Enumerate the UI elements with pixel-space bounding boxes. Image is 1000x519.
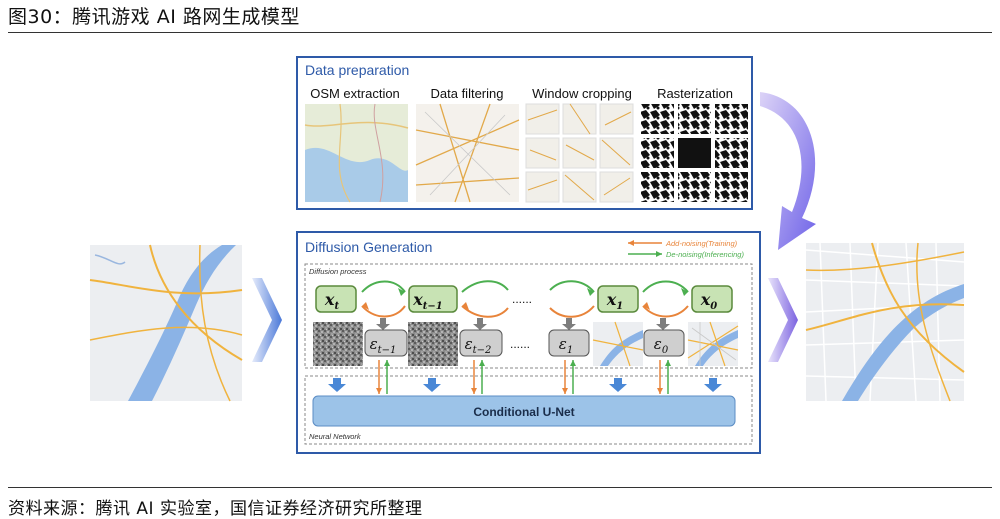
noise-tile-2	[408, 322, 458, 366]
process-ellipsis: ......	[512, 292, 532, 306]
unet-block	[312, 395, 736, 427]
x-node-t-minus-1: xt−1	[408, 285, 458, 313]
noise-arc-arrows	[361, 280, 689, 318]
data-filtering-thumbnail	[415, 103, 520, 203]
neural-network-label: Neural Network	[309, 432, 362, 441]
legend-add-noising: Add-noising(Training)	[665, 239, 738, 248]
svg-text:xt−1: xt−1	[412, 290, 443, 312]
x-node-t: xt	[315, 285, 357, 313]
blue-down-arrows	[328, 378, 722, 392]
denoised-map-tile-2	[687, 321, 739, 367]
bottom-divider	[8, 487, 992, 488]
eps-node-t-minus-1: εt−1	[364, 329, 408, 357]
top-divider	[8, 32, 992, 33]
diffusion-process-box	[304, 263, 753, 369]
legend-de-noising: De-noising(Inferencing)	[666, 250, 744, 259]
window-cropping-thumbnail	[525, 103, 634, 203]
figure-title: 图30：腾讯游戏 AI 路网生成模型	[8, 6, 300, 28]
rasterization-thumbnail	[641, 104, 748, 202]
step-filter-label: Data filtering	[431, 86, 504, 101]
eps-node-1: ε1	[548, 329, 590, 357]
grey-down-arrows	[376, 318, 670, 330]
svg-text:εt−1: εt−1	[370, 335, 397, 356]
svg-text:ε0: ε0	[654, 335, 669, 356]
svg-text:x1: x1	[606, 290, 624, 312]
svg-text:x0: x0	[700, 290, 718, 312]
eps-node-0: ε0	[643, 329, 685, 357]
right-flow-chevron	[768, 278, 798, 362]
diffusion-legend: Add-noising(Training) De-noising(Inferen…	[628, 239, 744, 259]
x-node-0: x0	[691, 285, 733, 313]
eps-ellipsis: ......	[510, 337, 530, 351]
noise-tile-1	[313, 322, 363, 366]
left-flow-chevron	[252, 278, 282, 362]
svg-text:εt−2: εt−2	[465, 335, 492, 356]
x-node-1: x1	[597, 285, 639, 313]
data-prep-title: Data preparation	[305, 62, 409, 78]
input-road-map	[89, 244, 243, 402]
svg-text:xt: xt	[324, 290, 340, 312]
step-osm-label: OSM extraction	[310, 86, 400, 101]
step-crop-label: Window cropping	[532, 86, 632, 101]
osm-extraction-thumbnail	[304, 103, 409, 203]
unet-label: Conditional U-Net	[473, 405, 574, 419]
eps-node-t-minus-2: εt−2	[459, 329, 503, 357]
svg-text:ε1: ε1	[559, 335, 573, 356]
diffusion-process-label: Diffusion process	[309, 267, 367, 276]
figure-source: 资料来源：腾讯 AI 实验室，国信证券经济研究所整理	[8, 499, 423, 519]
diagram-canvas: Data preparation OSM extraction Data fil…	[89, 56, 965, 454]
output-road-map	[805, 242, 965, 402]
prep-to-output-curve-arrow	[760, 92, 816, 250]
diffusion-title: Diffusion Generation	[305, 239, 432, 255]
step-raster-label: Rasterization	[657, 86, 733, 101]
denoised-map-tile-1	[592, 321, 644, 367]
neural-network-box	[304, 375, 753, 445]
eps-unet-arrows	[376, 360, 671, 394]
